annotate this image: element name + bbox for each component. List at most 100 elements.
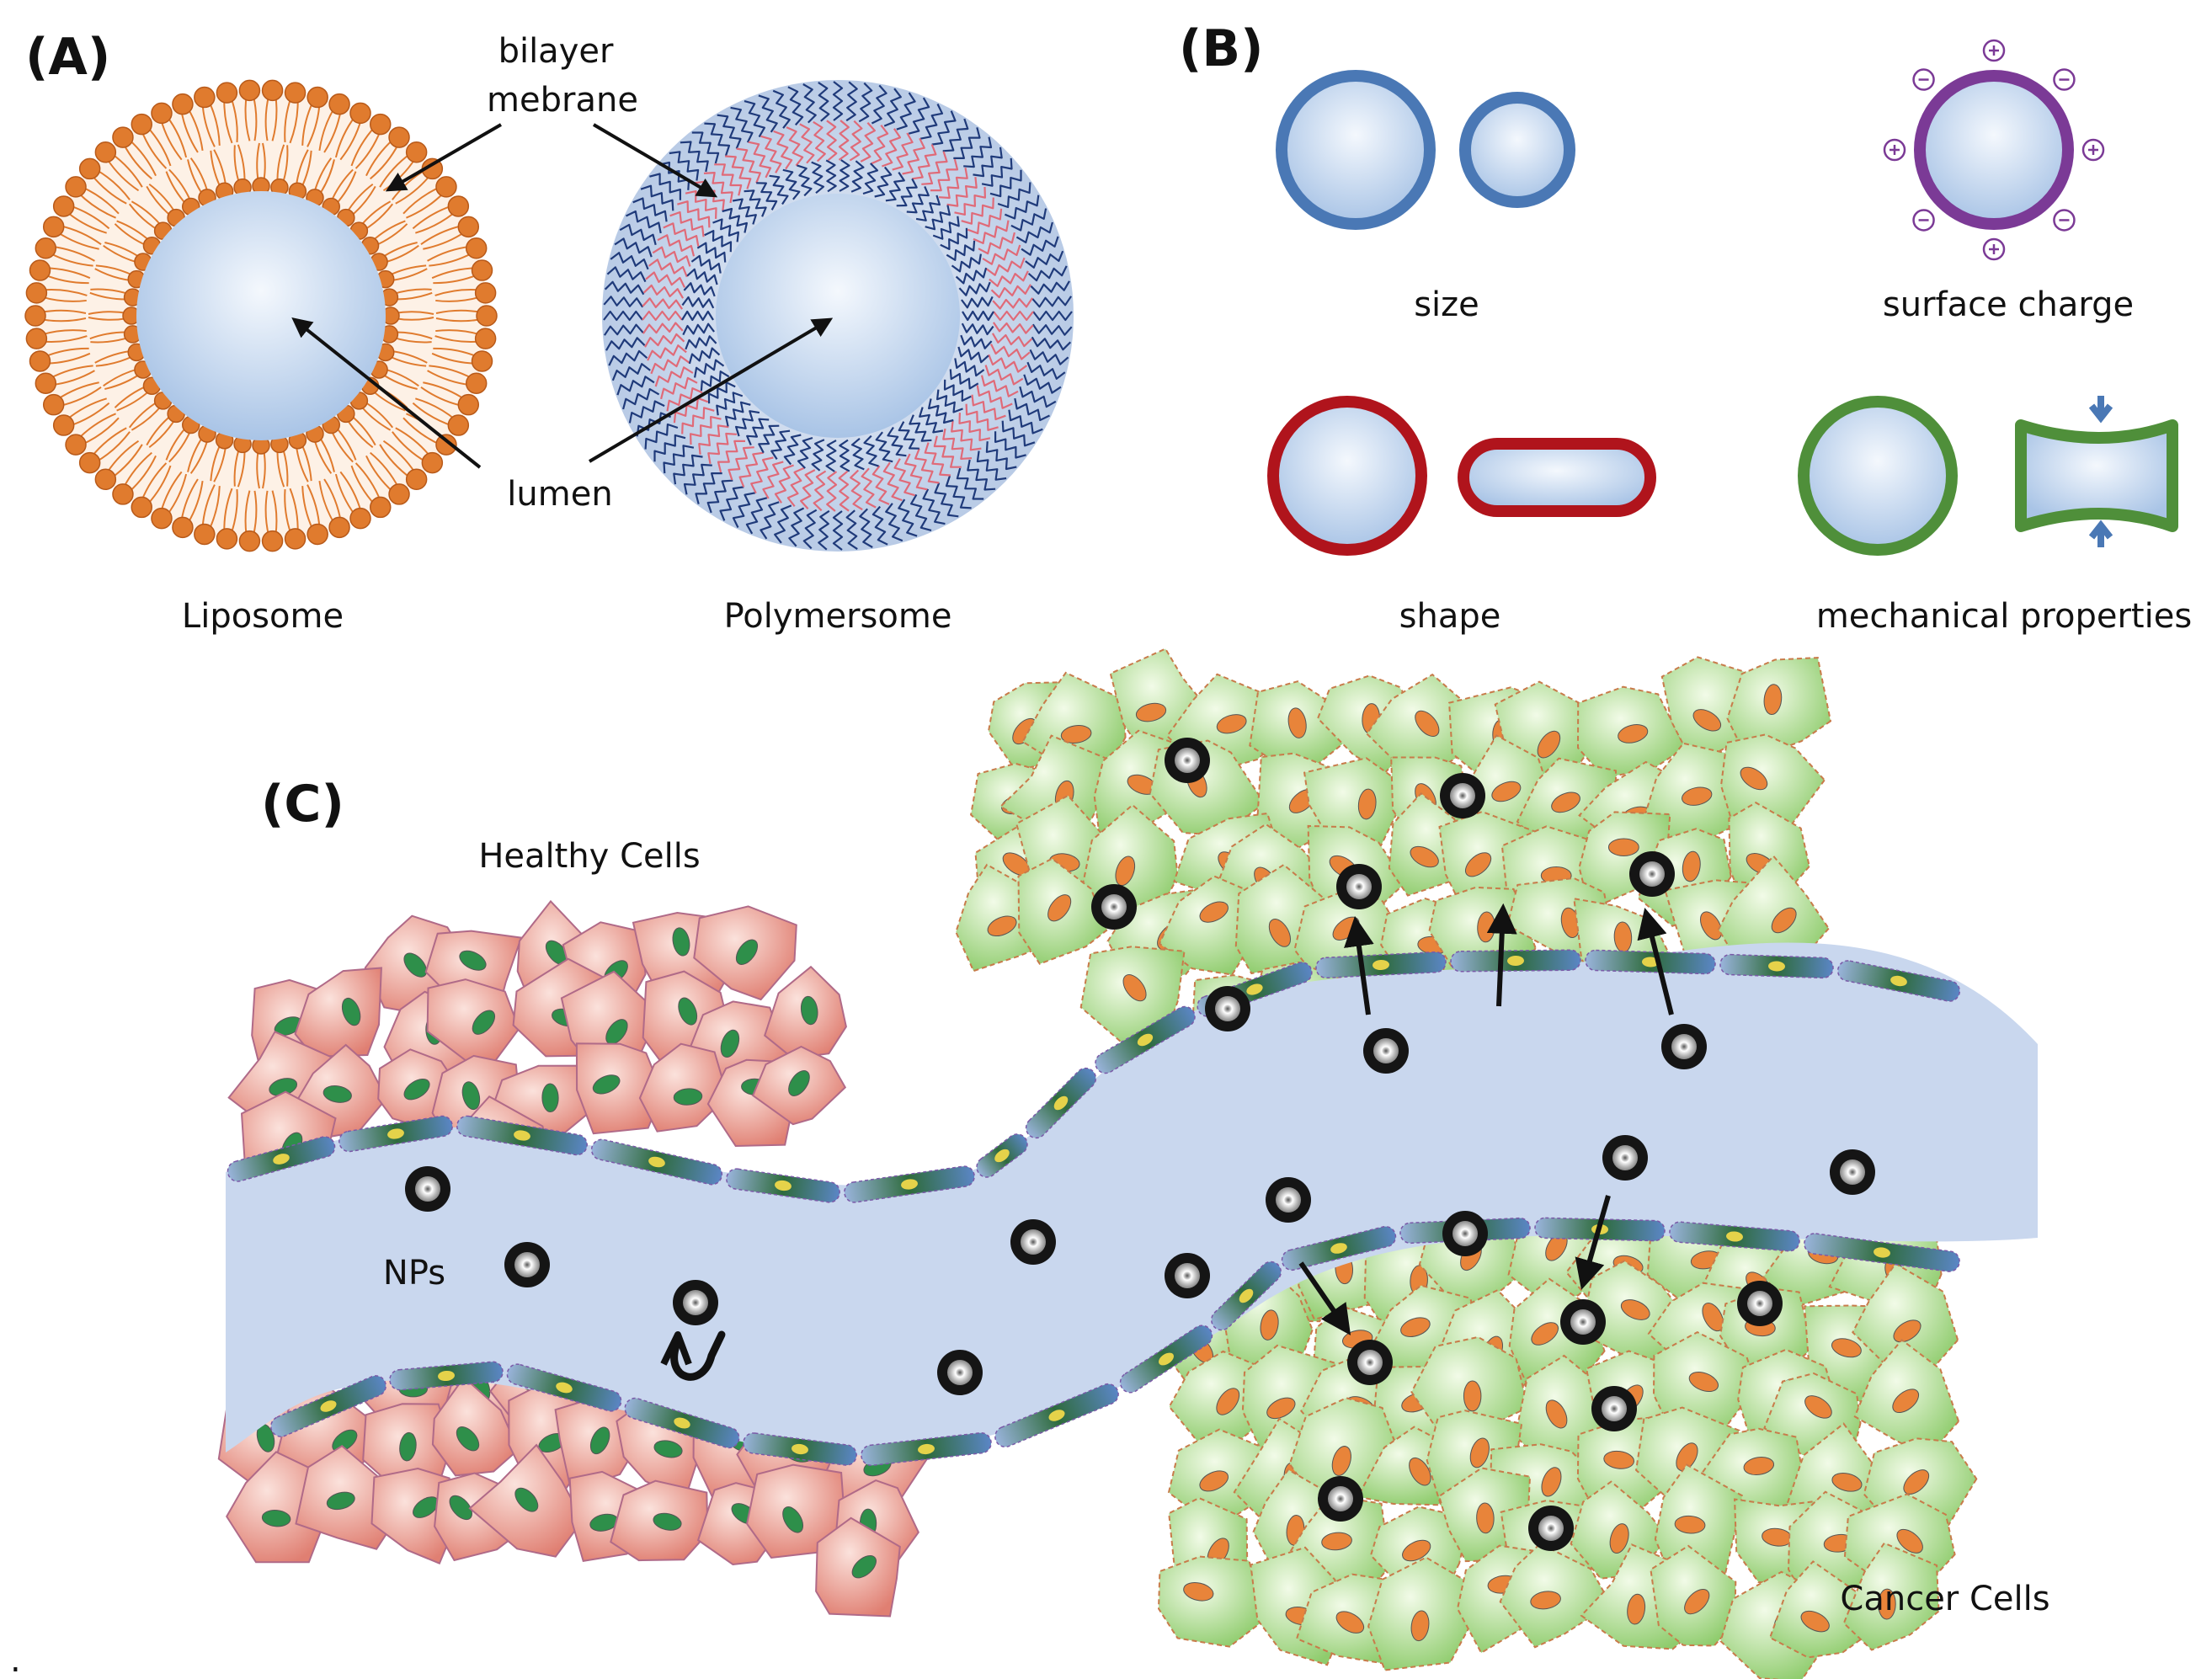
lipid-head [465, 237, 488, 259]
polymer-chain-hydrophobic [774, 464, 794, 504]
cell-nucleus [589, 1426, 610, 1455]
polymer-chain-hydrophobic [714, 163, 743, 196]
polymer-chain-hydrophobic [871, 465, 890, 505]
cell-nucleus [1892, 1389, 1920, 1414]
lipid-head [435, 176, 457, 198]
polymer-chain [1004, 195, 1040, 220]
polymer-chain [797, 164, 813, 197]
polymer-chain [832, 81, 844, 121]
polymer-chain-hydrophobic [826, 471, 838, 512]
tissue-cell [638, 1042, 729, 1133]
polymer-chain [760, 501, 780, 540]
polymer-chain [908, 97, 930, 135]
polymer-chain [788, 507, 805, 547]
lipid-head [94, 468, 117, 490]
polymer-chain [922, 488, 946, 525]
polymer-chain [783, 434, 802, 466]
cell-nucleus [1831, 1472, 1863, 1492]
polymer-chain [603, 310, 643, 322]
polymer-chain-hydrophobic [989, 270, 1029, 287]
polymer-chain [682, 322, 715, 336]
polymer-chain [957, 346, 989, 364]
endothelial-nucleus [1246, 983, 1263, 995]
polymer-chain [787, 86, 804, 126]
polymer-chain [997, 182, 1031, 209]
cell-nucleus [399, 1431, 417, 1462]
polymer-chain-hydrophobic [902, 137, 925, 175]
lipid-head [349, 102, 371, 125]
healthy-tissue-top [227, 899, 847, 1197]
lipid-head [65, 434, 87, 456]
liposome-diagram [24, 79, 498, 552]
cell-nucleus [1674, 1515, 1706, 1534]
lipid-head [24, 305, 46, 327]
polymer-chain [1029, 349, 1069, 365]
nanoparticle-core [1840, 1159, 1865, 1185]
polymer-chain-hydrophobic [978, 232, 1015, 255]
endothelial-nucleus [1768, 961, 1785, 972]
cell-nucleus [1335, 1611, 1365, 1634]
polymer-chain-hydrophobic [951, 420, 982, 451]
polymer-chain [850, 437, 865, 471]
cell-nucleus [1800, 1610, 1830, 1633]
membrane-label-line2: mebrane [487, 81, 638, 120]
lipid-head [306, 523, 328, 546]
tissue-cell [431, 1376, 520, 1477]
cell-nucleus [1409, 1457, 1431, 1486]
polymer-chain [688, 347, 721, 365]
lipid-head [306, 86, 328, 109]
cell-nucleus [720, 1029, 740, 1058]
membrane-label-line1: bilayer [498, 32, 614, 71]
polymer-chain-hydrophobic [813, 120, 826, 163]
polymer-chain-hydrophobic [647, 344, 687, 361]
polymer-chain [611, 363, 651, 381]
lipid-head [112, 126, 134, 148]
polymer-chain [906, 185, 930, 214]
polymer-chain-hydrophobic [921, 151, 948, 185]
cell-nucleus [1620, 1299, 1650, 1320]
endothelial-nucleus [514, 1130, 530, 1141]
cell-nucleus [1183, 1582, 1214, 1602]
polymer-chain [934, 482, 959, 518]
polymer-chain [663, 445, 695, 474]
endothelial-nucleus [918, 1443, 935, 1455]
cell-nucleus [1321, 1532, 1352, 1551]
polymer-chain [858, 82, 873, 123]
lipid-head [52, 414, 75, 436]
polymer-chain-hydrophobic [882, 128, 902, 168]
nanoparticle-core [1175, 1263, 1200, 1288]
cell-nucleus [1743, 1457, 1775, 1476]
polymer-chain-hydrophobic [838, 120, 850, 161]
polymer-chain-hydrophobic [725, 155, 752, 189]
endothelial-nucleus [1137, 1033, 1154, 1047]
polymer-chain-hydrophobic [703, 172, 733, 204]
cell-nucleus [1692, 709, 1722, 732]
lipid-head [194, 86, 216, 109]
polymer-chain [632, 197, 668, 222]
nanoparticle-core [1215, 996, 1240, 1021]
cell-nucleus [1530, 1591, 1561, 1610]
polymer-chain [653, 434, 686, 462]
polymer-chain-hydrophobic [750, 456, 774, 494]
endothelial-nucleus [792, 1443, 808, 1455]
cell-nucleus [541, 1083, 559, 1113]
polymer-chain [967, 459, 996, 491]
polymer-chain [719, 486, 744, 521]
polymer-chain-hydrophobic [971, 394, 1006, 421]
polymer-chain [746, 418, 770, 446]
cell-nucleus [1609, 1523, 1629, 1554]
nanoparticle-core [1175, 748, 1200, 773]
cell-nucleus [788, 1070, 810, 1096]
compress-down-arrow-icon [2088, 396, 2113, 424]
polymer-chain-hydrophobic [893, 458, 915, 497]
nanoparticle-core [1021, 1229, 1046, 1255]
polymer-chain-hydrophobic [663, 222, 700, 247]
cell-nucleus [1260, 1309, 1279, 1341]
polymer-chain-hydrophobic [642, 297, 684, 310]
endothelial-nucleus [674, 1417, 690, 1429]
polymer-chain [644, 423, 679, 450]
lipid-head [388, 126, 410, 148]
endothelial-lining-top [227, 949, 1961, 1203]
compress-up-arrow-icon [2088, 520, 2113, 547]
polymer-chain [769, 174, 789, 205]
